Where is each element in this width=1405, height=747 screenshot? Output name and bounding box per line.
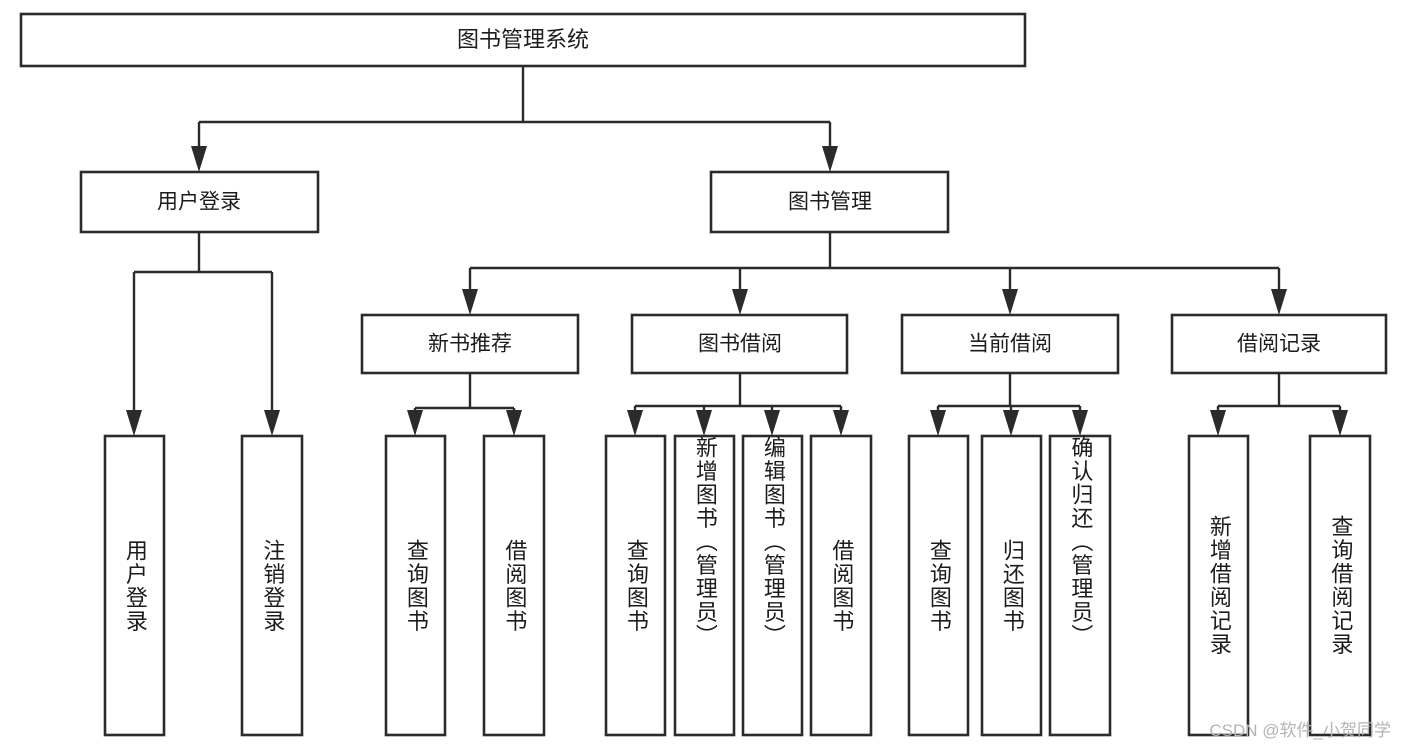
connector-layer	[126, 66, 1348, 436]
node-new-book-rec-label: 新书推荐	[428, 333, 512, 356]
node-book-manage[interactable]: 图书管理	[709, 170, 950, 234]
connector-new-book-rec-trunk	[413, 373, 516, 412]
node-layer: 图书管理系统 用户登录 图书管理 新书推荐 图书借阅 当前	[19, 12, 1388, 737]
leaf-query-book-3-box[interactable]	[907, 434, 970, 737]
node-root[interactable]: 图书管理系统	[19, 12, 1027, 68]
leaf-borrow-book-1-box[interactable]	[482, 434, 546, 737]
arrow-to-borrow-record	[1271, 289, 1287, 315]
node-user-login[interactable]: 用户登录	[79, 170, 320, 234]
arrow-to-leaf-return-book	[1003, 410, 1019, 436]
node-current-borrow-label: 当前借阅	[968, 333, 1052, 356]
arrow-to-leaf-confirm-return	[1072, 410, 1088, 436]
arrow-to-new-book-rec	[462, 289, 478, 315]
leaf-add-book-box[interactable]	[673, 434, 736, 737]
arrow-to-leaf-add-book	[696, 410, 712, 436]
leaf-query-book-1-box[interactable]	[384, 434, 447, 737]
node-borrow-record[interactable]: 借阅记录	[1170, 313, 1388, 375]
arrow-to-leaf-edit-book	[764, 410, 780, 436]
node-book-manage-label: 图书管理	[788, 191, 872, 214]
arrow-to-current-borrow	[1002, 289, 1018, 315]
csdn-watermark: CSDN @软件_小贺同学	[1209, 721, 1391, 740]
arrow-to-leaf-query-book-2	[627, 410, 643, 436]
node-borrow-record-box[interactable]	[1170, 313, 1388, 375]
node-book-borrow-label: 图书借阅	[698, 333, 782, 356]
node-current-borrow-box[interactable]	[900, 313, 1120, 375]
leaf-query-record-box[interactable]	[1308, 434, 1372, 737]
leaf-logout-box[interactable]	[240, 434, 304, 737]
node-new-book-rec[interactable]: 新书推荐	[360, 313, 580, 375]
arrow-to-leaf-borrow-book-1	[506, 410, 522, 436]
node-user-login-label: 用户登录	[157, 191, 241, 214]
leaf-query-book-2-box[interactable]	[604, 434, 667, 737]
node-new-book-rec-box[interactable]	[360, 313, 580, 375]
arrow-to-user-login	[191, 146, 207, 172]
leaf-borrow-book-2-box[interactable]	[809, 434, 873, 737]
leaf-edit-book-box[interactable]	[741, 434, 804, 737]
connector-borrow-record-trunk	[1216, 373, 1342, 412]
node-user-login-box[interactable]	[79, 170, 320, 234]
node-current-borrow[interactable]: 当前借阅	[900, 313, 1120, 375]
node-book-manage-box[interactable]	[709, 170, 950, 234]
arrow-to-book-manage	[822, 146, 838, 172]
node-root-label: 图书管理系统	[457, 27, 589, 52]
node-borrow-record-label: 借阅记录	[1237, 333, 1321, 356]
arrow-to-leaf-query-record	[1332, 410, 1348, 436]
leaf-confirm-return-box[interactable]	[1048, 434, 1112, 737]
connector-book-borrow-trunk	[633, 373, 843, 412]
arrow-to-leaf-user-login	[126, 410, 142, 436]
connector-root-trunk	[197, 66, 832, 148]
arrow-to-leaf-logout	[264, 410, 280, 436]
arrow-to-leaf-borrow-book-2	[833, 410, 849, 436]
arrow-to-book-borrow	[732, 289, 748, 315]
connector-user-login-trunk	[132, 232, 274, 412]
arrow-to-leaf-query-book-3	[930, 410, 946, 436]
node-book-borrow-box[interactable]	[630, 313, 849, 375]
node-book-borrow[interactable]: 图书借阅	[630, 313, 849, 375]
leaf-add-record-box[interactable]	[1187, 434, 1250, 737]
connector-book-manage-trunk	[468, 232, 1281, 291]
node-root-box[interactable]	[19, 12, 1027, 68]
leaf-user-login-box[interactable]	[103, 434, 166, 737]
leaf-return-book-box[interactable]	[980, 434, 1043, 737]
connector-current-borrow-trunk	[936, 373, 1082, 412]
arrow-to-leaf-add-record	[1210, 410, 1226, 436]
arrow-to-leaf-query-book-1	[407, 410, 423, 436]
